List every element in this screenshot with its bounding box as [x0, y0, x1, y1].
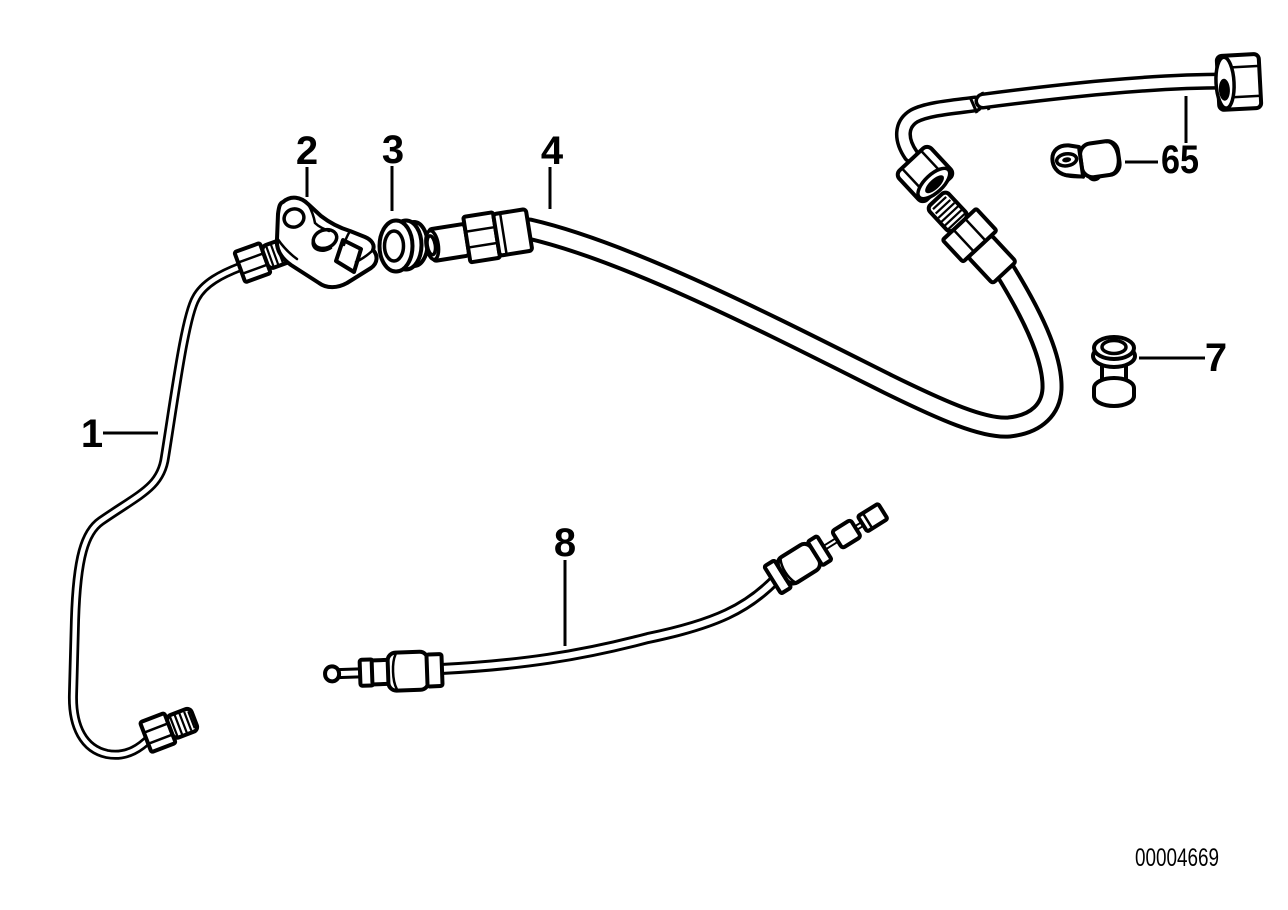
thread-hatching [168, 710, 196, 738]
end-flare-nut [1214, 52, 1264, 112]
cable-housing-core [441, 579, 776, 669]
pipe-bottom-fitting [138, 706, 200, 754]
part-65-connector-pipe [895, 52, 1264, 204]
thread-hatching [932, 196, 967, 231]
ferrule-step [498, 212, 508, 255]
nut-bore [925, 175, 944, 194]
barrel-face-line [391, 653, 398, 690]
elbow-flare-nut [895, 144, 955, 204]
part-1-rigid-pipe [73, 235, 299, 755]
part-7-rubber-bushing [1091, 335, 1137, 408]
cable-left-end [323, 649, 445, 693]
clip-fold-lines [1055, 145, 1102, 182]
hole-rim [311, 239, 333, 252]
end-nipple [856, 502, 889, 533]
nipple-flange [861, 511, 874, 530]
stop-ring [806, 534, 834, 567]
callout-label-8: 8 [554, 521, 576, 565]
bracket-fold-lines [275, 202, 375, 264]
rod-end-cap [323, 664, 342, 684]
bushing-bottom-rim [1092, 388, 1136, 408]
image-number: 00004669 [1135, 844, 1219, 872]
barrel-face-line [779, 557, 797, 584]
part-4-brake-hose [424, 190, 1052, 427]
tip-bore [425, 234, 438, 257]
pipe-outline [73, 267, 240, 755]
cable-housing-outline [441, 579, 776, 669]
pipe-core [73, 267, 240, 755]
cable-right-end [762, 502, 889, 595]
callout-labels: 1 2 3 4 65 7 8 [81, 128, 1227, 565]
callout-label-4: 4 [541, 129, 564, 173]
hose-left-fitting [424, 207, 534, 265]
part-3-grommet [377, 218, 430, 274]
grommet-bore [382, 229, 406, 263]
nut-facets [236, 252, 269, 276]
tab-hole-center [1062, 157, 1072, 163]
nut-facets [464, 225, 499, 249]
bushing-bore [1100, 338, 1128, 356]
bracket-hole-left [282, 207, 306, 229]
nut-facets [1229, 64, 1261, 99]
wire-ferrule [830, 518, 862, 550]
callout-label-65: 65 [1161, 138, 1199, 182]
callout-label-2: 2 [296, 129, 318, 173]
part-65-pipe-clip [1050, 139, 1122, 182]
callout-label-3: 3 [382, 128, 404, 172]
ferrule [491, 207, 534, 258]
sleeve-face [1105, 140, 1120, 176]
callout-label-7: 7 [1205, 336, 1227, 380]
callout-leaders [103, 96, 1205, 646]
housing-ferrule [424, 652, 445, 689]
callout-label-1: 1 [81, 412, 103, 456]
nut-facets [952, 217, 987, 253]
part-8-bowden-cable [323, 502, 889, 693]
part-2-holder-bracket [274, 195, 379, 290]
nut-facets [142, 722, 174, 746]
nut-bore-shadow [1218, 78, 1230, 101]
bracket-cutout [334, 238, 363, 274]
hose-right-fitting [926, 190, 1017, 285]
